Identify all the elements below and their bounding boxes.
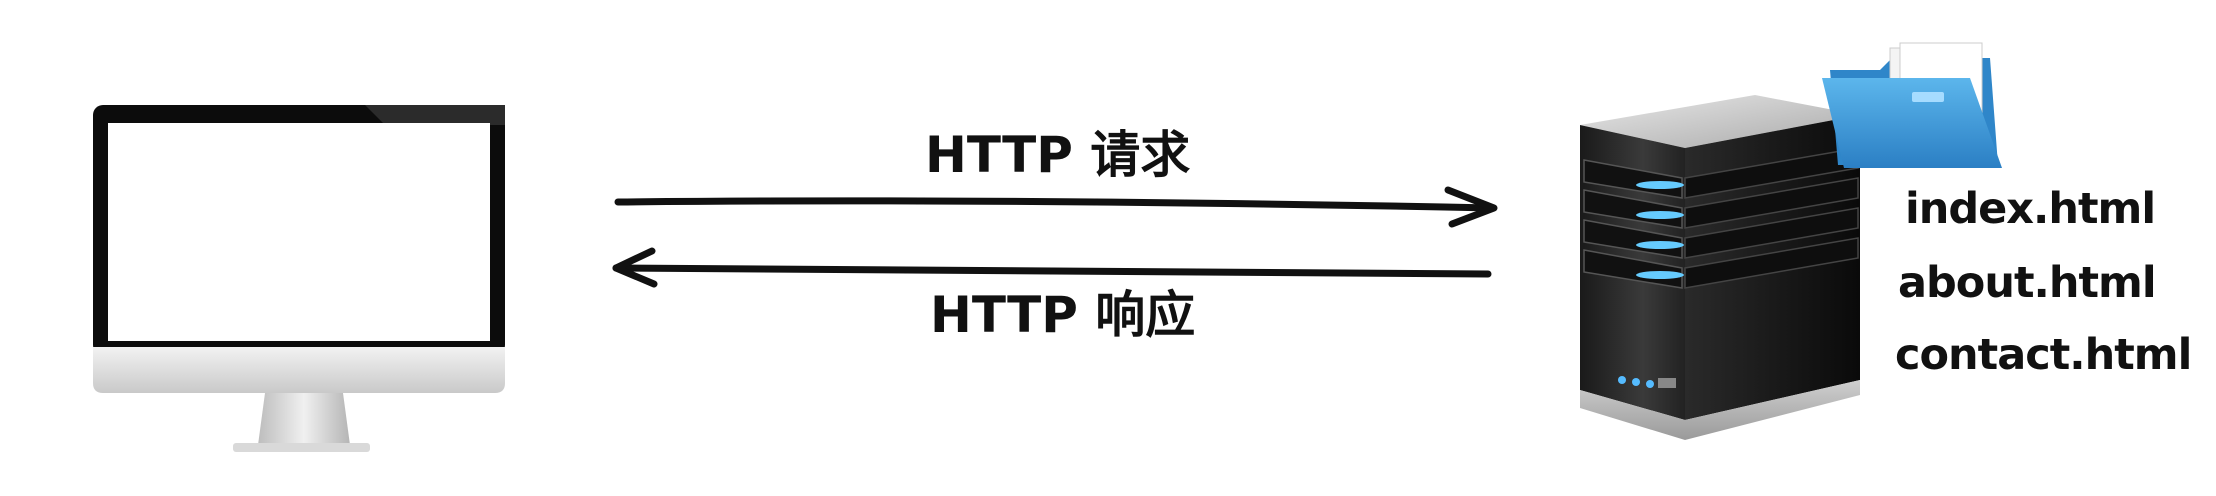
desktop-monitor-icon [93,105,505,452]
blue-folder-icon [1822,42,2002,168]
file-name: contact.html [1895,330,2192,380]
file-name: about.html [1898,258,2157,308]
request-label: HTTP 请求 [925,126,1191,184]
request-arrow [612,186,1498,288]
file-name: index.html [1905,184,2156,234]
server-tower-icon [1580,95,1860,440]
response-label: HTTP 响应 [930,286,1196,344]
